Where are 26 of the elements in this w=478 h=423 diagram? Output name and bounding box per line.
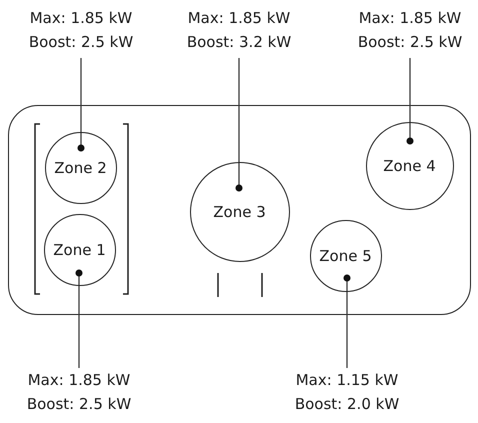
boost-power-text: Boost: 2.5 kW: [26, 394, 132, 415]
leader-line: [406, 58, 414, 144]
zone-circle: [310, 220, 382, 292]
max-power-text: Max: 1.85 kW: [30, 8, 132, 29]
boost-power-text: Boost: 3.2 kW: [186, 32, 292, 53]
zone-label: Zone 3: [213, 202, 266, 220]
zone-circle: [44, 132, 116, 204]
leader-line: [78, 58, 84, 152]
zone-label: Zone 4: [383, 156, 436, 174]
max-power-text: Max: 1.15 kW: [296, 370, 398, 391]
zone-label: Zone 2: [54, 158, 107, 176]
boost-power-text: Boost: 2.5 kW: [28, 32, 134, 53]
leader-line: [344, 274, 350, 368]
zone-circle: [44, 214, 116, 286]
max-power-text: Max: 1.85 kW: [358, 8, 462, 29]
leader-line: [236, 58, 242, 192]
cooktop-outline: [8, 105, 471, 315]
boost-power-text: Boost: 2.0 kW: [294, 394, 400, 415]
max-power-text: Max: 1.85 kW: [188, 8, 290, 29]
zone-label: Zone 1: [53, 240, 106, 258]
leader-line: [76, 270, 82, 368]
zone-label: Zone 5: [319, 246, 372, 264]
zone-circle: [190, 162, 290, 262]
max-power-text: Max: 1.85 kW: [28, 370, 130, 391]
boost-power-text: Boost: 2.5 kW: [358, 32, 462, 53]
zone-circle: [366, 122, 454, 210]
